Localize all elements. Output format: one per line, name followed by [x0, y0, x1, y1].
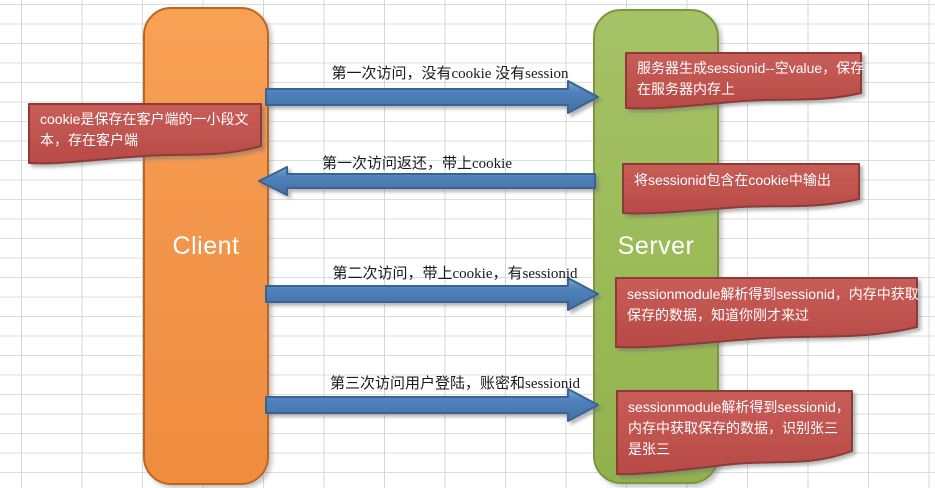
- arrow-first-visit: [265, 80, 599, 114]
- arrow-third-visit-label: 第三次访问用户登陆，账密和sessionid: [329, 376, 580, 392]
- callout-session-parse-2-text: sessionmodule解析得到sessionid， 内存中获取保存的数据，识…: [628, 399, 850, 457]
- callout-sessionid-in-cookie-text: 将sessionid包含在cookie中输出: [634, 172, 831, 188]
- client-node-label: Client: [172, 231, 240, 260]
- arrow-third-visit: [265, 388, 599, 422]
- arrow-first-response-label: 第一次访问返还，带上cookie: [322, 156, 512, 172]
- callout-session-parse-2-shape: [616, 390, 853, 476]
- callout-session-parse-1-shape: [615, 277, 918, 349]
- callout-server-generate-shape: [625, 52, 862, 110]
- arrow-first-response: [258, 166, 596, 196]
- callout-session-parse-1-text: sessionmodule解析得到sessionid，内存中获取 保存的数据，知…: [627, 286, 919, 323]
- callout-cookie-note-text: cookie是保存在客户端的一小段文 本，存在客户端: [40, 111, 249, 148]
- server-node-label: Server: [617, 232, 695, 260]
- callout-sessionid-in-cookie-shape: [622, 163, 860, 215]
- arrow-second-visit-label: 第二次访问，带上cookie，有sessionid: [332, 266, 578, 282]
- arrow-second-visit: [265, 277, 599, 311]
- callout-cookie-note-shape: [28, 103, 262, 165]
- client-node: Client: [143, 7, 269, 485]
- callout-server-generate-text: 服务器生成sessionid--空value，保存 在服务器内存上: [637, 60, 865, 97]
- arrow-first-visit-label: 第一次访问，没有cookie 没有session: [331, 66, 569, 82]
